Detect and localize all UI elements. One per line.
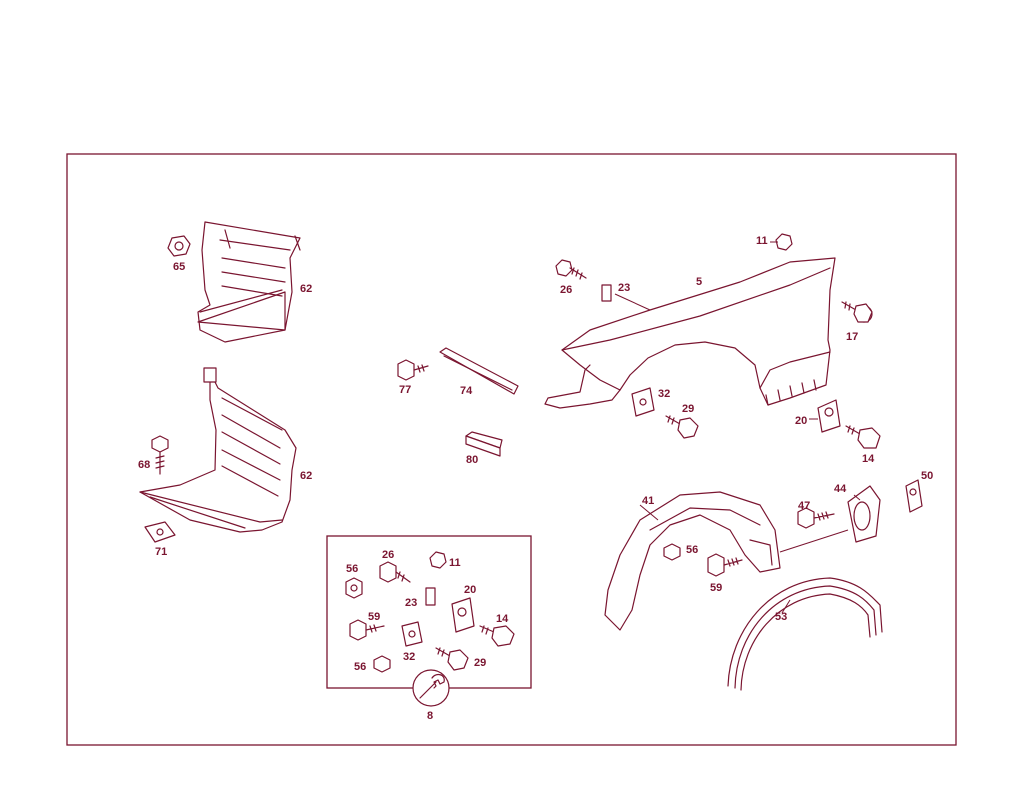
- label-62-lower: 62: [300, 470, 312, 482]
- kit-label-56-b: 56: [354, 661, 366, 673]
- screw-17-part[interactable]: [841, 301, 873, 323]
- block-80-part[interactable]: [465, 431, 503, 457]
- label-65: 65: [173, 261, 185, 273]
- label-14: 14: [862, 453, 875, 465]
- screw-77-part[interactable]: [397, 359, 429, 381]
- bolt-14-part[interactable]: [845, 425, 881, 449]
- label-29: 29: [682, 403, 694, 415]
- label-5: 5: [696, 276, 702, 288]
- label-44: 44: [834, 483, 847, 495]
- kit-parts[interactable]: [345, 551, 515, 673]
- label-59: 59: [710, 582, 722, 594]
- kit-label-32: 32: [403, 651, 415, 663]
- label-32: 32: [658, 388, 670, 400]
- kit-label-8: 8: [427, 710, 433, 722]
- part-labels: 5 11 17 20 14 23 26 32 29 62 62 65 68 71…: [138, 235, 933, 722]
- label-50: 50: [921, 470, 933, 482]
- wheel-liner-part[interactable]: [604, 491, 781, 631]
- nut-11-part[interactable]: [775, 233, 793, 251]
- label-20: 20: [795, 415, 807, 427]
- leader-lines: [614, 241, 861, 614]
- label-53: 53: [775, 611, 787, 623]
- label-47: 47: [798, 500, 810, 512]
- label-41: 41: [642, 495, 654, 507]
- kit-label-59: 59: [368, 611, 380, 623]
- diagram-frame: [66, 153, 957, 746]
- kit-label-11: 11: [449, 557, 461, 569]
- trim-53-part[interactable]: [727, 577, 883, 691]
- kit-label-23: 23: [405, 597, 417, 609]
- bracket-20-part[interactable]: [817, 399, 841, 433]
- kit-label-56-a: 56: [346, 563, 358, 575]
- kit-label-20: 20: [464, 584, 476, 596]
- label-80: 80: [466, 454, 478, 466]
- clip-71-part[interactable]: [144, 521, 176, 543]
- clip-50-part[interactable]: [905, 479, 923, 513]
- label-71: 71: [155, 546, 167, 558]
- kit-label-26: 26: [382, 549, 394, 561]
- label-26: 26: [560, 284, 572, 296]
- grommet-44-part[interactable]: [847, 485, 881, 543]
- label-74: 74: [460, 385, 473, 397]
- lower-liner-part[interactable]: [139, 367, 297, 533]
- label-23: 23: [618, 282, 630, 294]
- kit-label-29: 29: [474, 657, 486, 669]
- screw-68-part[interactable]: [151, 435, 169, 475]
- bracket-32-part[interactable]: [631, 387, 655, 417]
- label-68: 68: [138, 459, 150, 471]
- kit-label-14: 14: [496, 613, 509, 625]
- upper-liner-part[interactable]: [197, 221, 301, 343]
- clip-23-part[interactable]: [601, 284, 612, 302]
- nut-56-part[interactable]: [663, 543, 681, 561]
- bolt-26-part[interactable]: [555, 259, 587, 280]
- label-11: 11: [756, 235, 768, 247]
- strip-74-part[interactable]: [439, 347, 519, 395]
- bolt-29-part[interactable]: [665, 415, 699, 439]
- fender-part[interactable]: [544, 257, 836, 409]
- label-17: 17: [846, 331, 858, 343]
- nut-65-part[interactable]: [167, 235, 191, 257]
- label-62-upper: 62: [300, 283, 312, 295]
- bolt-59-part[interactable]: [707, 553, 743, 577]
- label-77: 77: [399, 384, 411, 396]
- wrench-icon: [412, 669, 450, 707]
- screw-47-part[interactable]: [797, 507, 835, 529]
- label-56: 56: [686, 544, 698, 556]
